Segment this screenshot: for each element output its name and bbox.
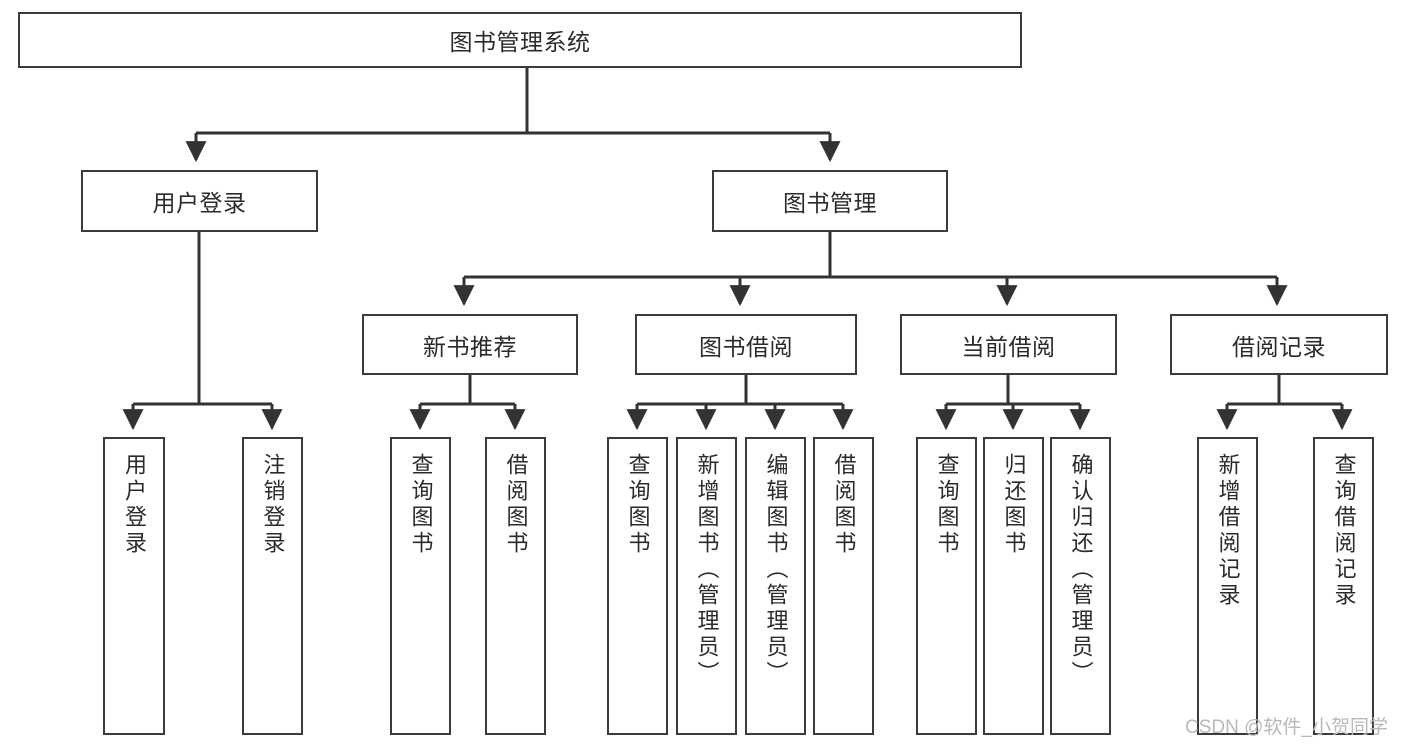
node-current-borrow[interactable]: 当前借阅 bbox=[900, 314, 1117, 375]
node-label: 图书借阅 bbox=[699, 333, 793, 360]
node-label: 借阅记录 bbox=[1232, 333, 1326, 360]
csdn-watermark: CSDN @软件_小贺同学 bbox=[1185, 717, 1388, 738]
node-book-management[interactable]: 图书管理 bbox=[712, 170, 948, 232]
node-label: 新书推荐 bbox=[423, 333, 517, 360]
node-label: 查询图书 bbox=[408, 453, 434, 557]
node-label: 图书管理 bbox=[783, 190, 877, 216]
node-new-book-recommend[interactable]: 新书推荐 bbox=[362, 314, 578, 375]
node-label: 当前借阅 bbox=[961, 333, 1056, 360]
leaf-query-borrow-record[interactable]: 查询借阅记录 bbox=[1313, 437, 1374, 735]
node-label: 图书管理系统 bbox=[449, 29, 591, 55]
node-book-borrow[interactable]: 图书借阅 bbox=[635, 314, 857, 375]
node-label: 新增借阅记录 bbox=[1215, 453, 1241, 609]
leaf-query-book-borrow[interactable]: 查询图书 bbox=[607, 437, 668, 735]
leaf-query-book-current[interactable]: 查询图书 bbox=[916, 437, 977, 735]
node-label: 注销登录 bbox=[260, 453, 286, 557]
node-user-login[interactable]: 用户登录 bbox=[81, 170, 318, 232]
node-label: 借阅图书 bbox=[503, 453, 529, 557]
node-label: 新增图书（管理员） bbox=[694, 453, 720, 687]
node-borrow-records[interactable]: 借阅记录 bbox=[1170, 314, 1388, 375]
node-label: 查询图书 bbox=[934, 453, 960, 557]
node-label: 编辑图书（管理员） bbox=[763, 453, 789, 687]
node-label: 查询图书 bbox=[625, 453, 651, 557]
node-label: 用户登录 bbox=[152, 190, 247, 216]
leaf-query-book-newbook[interactable]: 查询图书 bbox=[390, 437, 451, 735]
leaf-add-book-admin[interactable]: 新增图书（管理员） bbox=[676, 437, 737, 735]
leaf-edit-book-admin[interactable]: 编辑图书（管理员） bbox=[745, 437, 806, 735]
leaf-logout[interactable]: 注销登录 bbox=[242, 437, 303, 735]
node-label: 借阅图书 bbox=[831, 453, 857, 557]
leaf-borrow-book-newbook[interactable]: 借阅图书 bbox=[485, 437, 546, 735]
node-label: 确认归还（管理员） bbox=[1068, 453, 1094, 687]
leaf-borrow-book[interactable]: 借阅图书 bbox=[813, 437, 874, 735]
node-label: 用户登录 bbox=[122, 453, 147, 557]
leaf-return-book[interactable]: 归还图书 bbox=[983, 437, 1044, 735]
node-label: 归还图书 bbox=[1001, 453, 1027, 557]
leaf-user-login[interactable]: 用户登录 bbox=[103, 437, 165, 735]
node-label: 查询借阅记录 bbox=[1331, 453, 1357, 609]
node-root-system[interactable]: 图书管理系统 bbox=[18, 12, 1022, 68]
leaf-add-borrow-record[interactable]: 新增借阅记录 bbox=[1197, 437, 1258, 735]
leaf-confirm-return-admin[interactable]: 确认归还（管理员） bbox=[1050, 437, 1111, 735]
